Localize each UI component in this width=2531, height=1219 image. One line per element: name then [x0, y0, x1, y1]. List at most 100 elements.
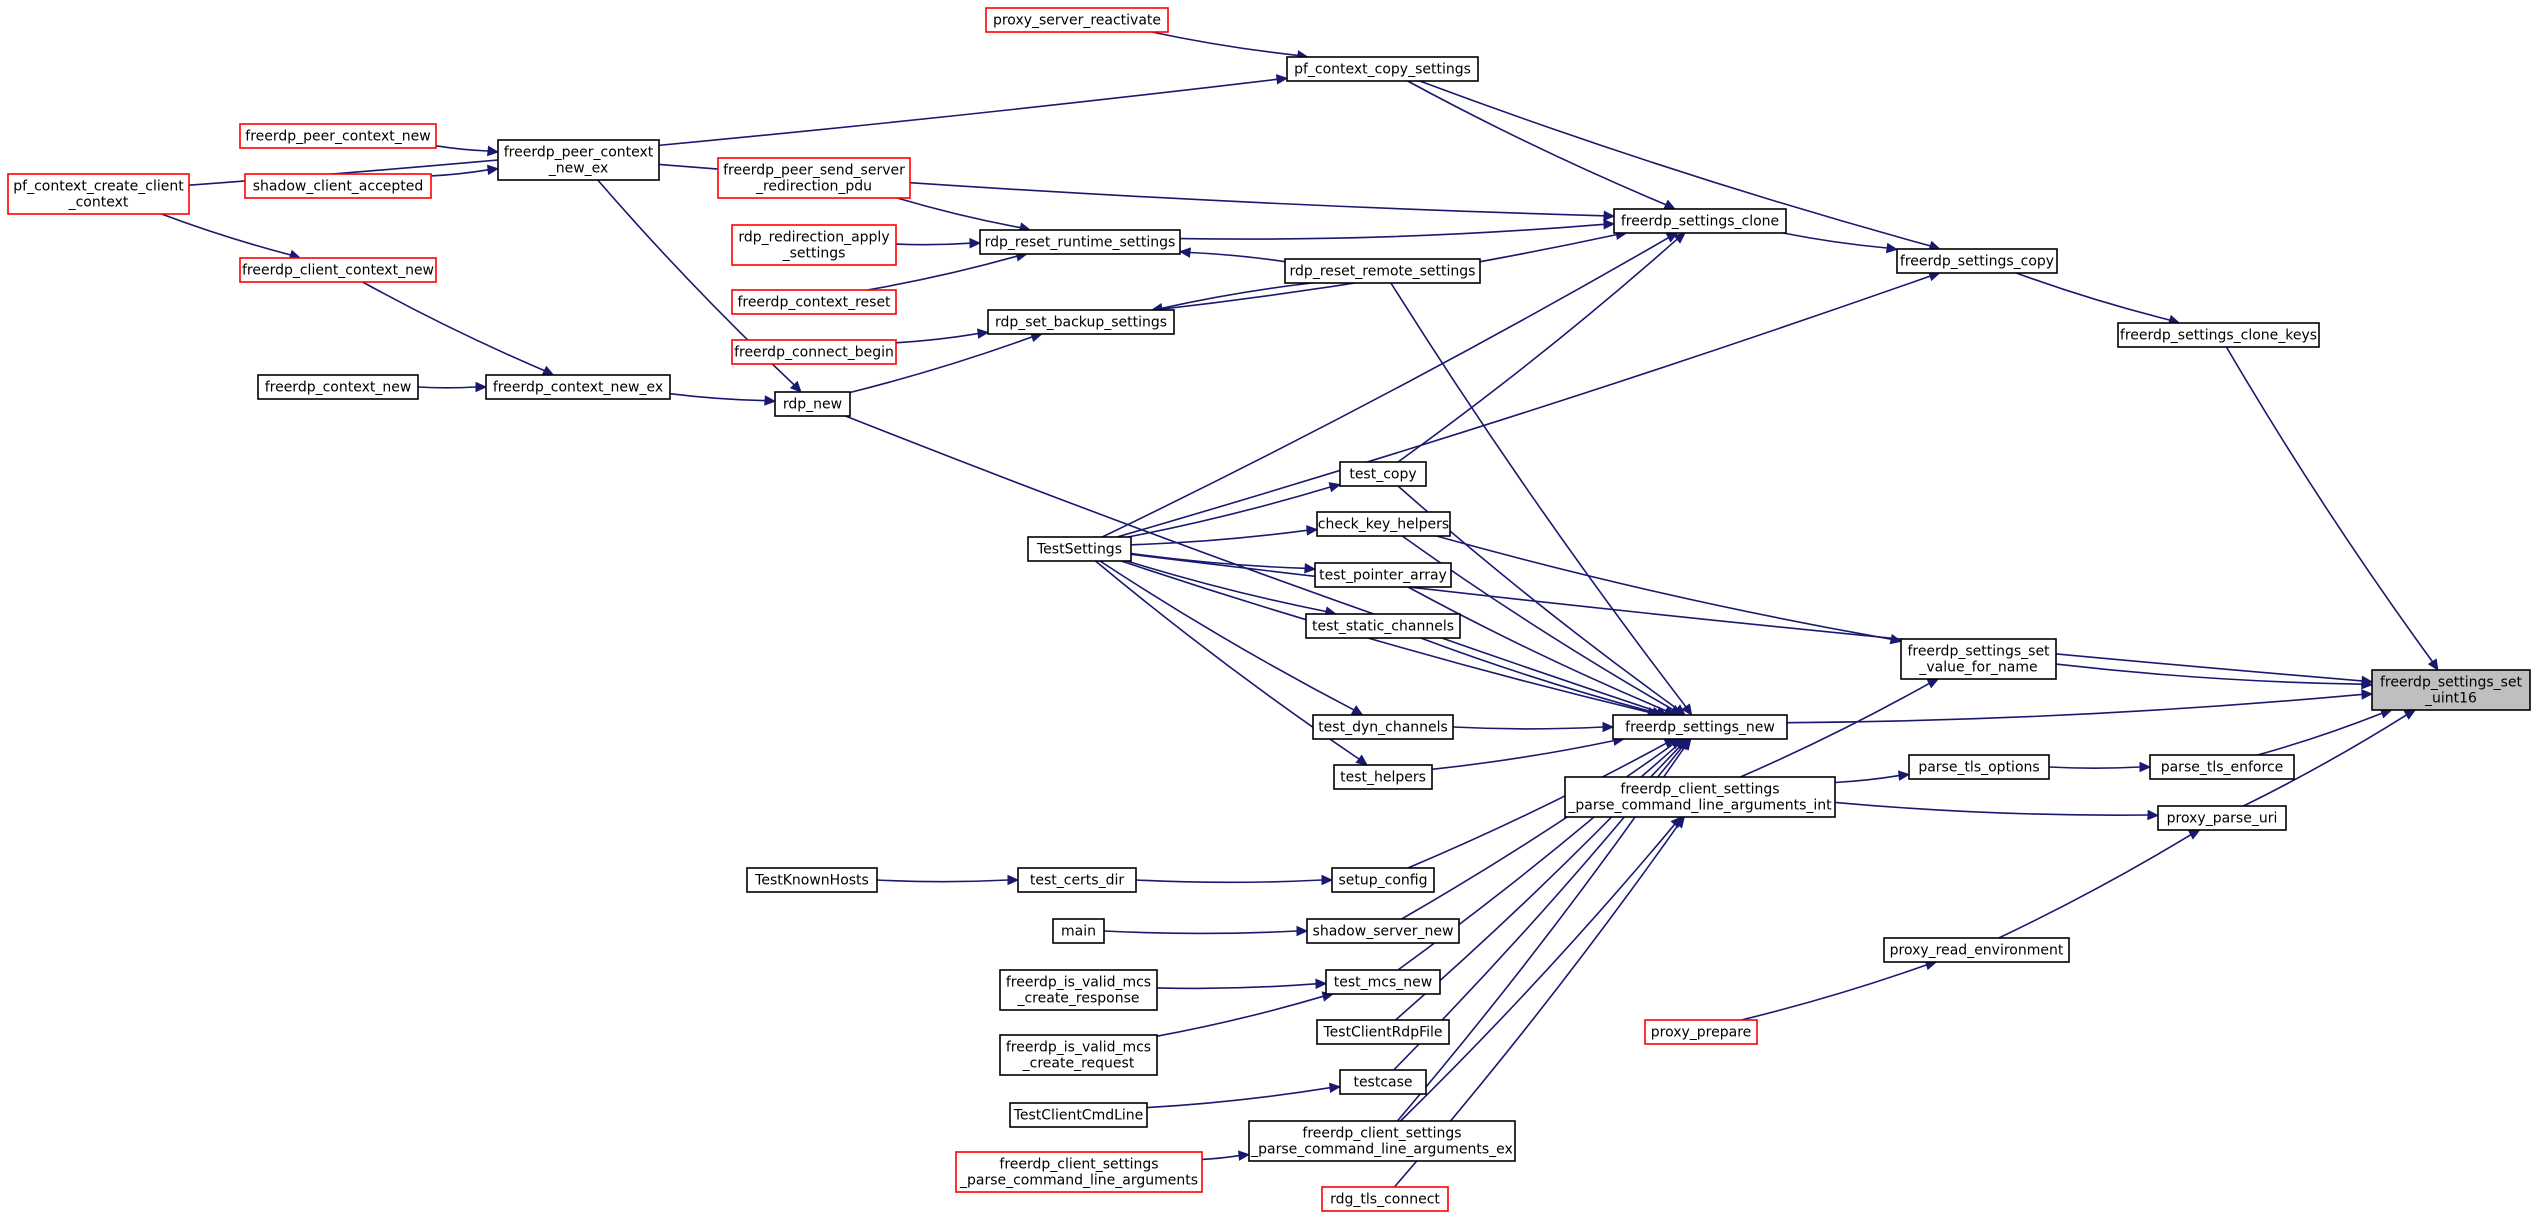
edge-peer_ctx_new-to-peer_ctx_new_ex [435, 145, 500, 157]
node-rdg-tls-connect[interactable]: rdg_tls_connect [1321, 1186, 1449, 1212]
node-box [731, 224, 897, 266]
node-shadow-client-accepted[interactable]: shadow_client_accepted [244, 173, 432, 199]
node-test-helpers[interactable]: test_helpers [1333, 764, 1433, 790]
edge-line [1420, 637, 1654, 713]
node-test-copy[interactable]: test_copy [1339, 461, 1427, 487]
node-label: freerdp_connect_begin [734, 345, 894, 361]
arrowhead-icon [1603, 210, 1616, 222]
node-box [2149, 754, 2295, 780]
node-box [1314, 562, 1452, 588]
node-freerdp-settings-clone-keys[interactable]: freerdp_settings_clone_keys [2117, 322, 2320, 348]
node-parse-tls-options[interactable]: parse_tls_options [1908, 754, 2050, 780]
edge-line [1401, 743, 1674, 920]
node-testclientrdpfile[interactable]: TestClientRdpFile [1316, 1019, 1450, 1045]
node-rdp-redirection-apply-settings[interactable]: rdp_redirection_apply_settings [731, 224, 897, 266]
edge-line [1189, 251, 1286, 263]
node-freerdp-context-new[interactable]: freerdp_context_new [257, 374, 419, 400]
node-label: pf_context_create_client [13, 179, 184, 195]
node-label: proxy_server_reactivate [993, 13, 1161, 29]
node-box [1900, 638, 2057, 680]
node-freerdp-context-new-ex[interactable]: freerdp_context_new_ex [485, 374, 671, 400]
node-box [1564, 776, 1836, 818]
node-proxy-prepare[interactable]: proxy_prepare [1644, 1019, 1758, 1045]
edge-line [1998, 834, 2192, 939]
node-testsettings[interactable]: TestSettings [1027, 536, 1132, 562]
node-proxy-parse-uri[interactable]: proxy_parse_uri [2157, 805, 2287, 831]
node-rdp-reset-remote-settings[interactable]: rdp_reset_remote_settings [1284, 258, 1481, 284]
node-freerdp-settings-new[interactable]: freerdp_settings_new [1612, 714, 1788, 740]
edge-line [2055, 663, 2363, 685]
node-freerdp-connect-begin[interactable]: freerdp_connect_begin [731, 339, 897, 365]
arrowhead-icon [487, 164, 500, 176]
node-proxy-read-environment[interactable]: proxy_read_environment [1883, 937, 2070, 963]
arrowhead-icon [2139, 761, 2152, 773]
node-label: freerdp_settings_clone_keys [2120, 328, 2317, 344]
edge-line [2243, 714, 2407, 807]
node-box [1321, 1186, 1449, 1212]
node-testclientcmdline[interactable]: TestClientCmdLine [1009, 1102, 1148, 1128]
node-freerdp-settings-clone[interactable]: freerdp_settings_clone [1613, 208, 1787, 234]
edge-clone-to-copy [1782, 232, 1899, 254]
node-freerdp-is-valid-mcs-create-response[interactable]: freerdp_is_valid_mcs_create_response [999, 969, 1158, 1011]
node-check-key-helpers[interactable]: check_key_helpers [1316, 511, 1451, 537]
node-test-static-channels[interactable]: test_static_channels [1305, 613, 1461, 639]
node-rdp-new[interactable]: rdp_new [774, 391, 851, 417]
edge-rdp_reset_remote-to-rdp_reset_runtime [1178, 247, 1286, 263]
node-testcase[interactable]: testcase [1339, 1069, 1427, 1095]
node-freerdp-peer-context-new-ex[interactable]: freerdp_peer_context_new_ex [497, 139, 660, 181]
arrowhead-icon [2361, 689, 2374, 700]
edge-line [1135, 879, 1323, 884]
node-freerdp-settings-set-uint16[interactable]: freerdp_settings_set_uint16 [2371, 669, 2531, 711]
node-freerdp-context-reset[interactable]: freerdp_context_reset [731, 289, 897, 315]
node-box [244, 173, 432, 199]
node-rdp-reset-runtime-settings[interactable]: rdp_reset_runtime_settings [979, 229, 1181, 255]
arrowhead-icon [1304, 562, 1317, 574]
node-label: rdp_redirection_apply [738, 230, 889, 246]
edge-line [2048, 766, 2141, 769]
edge-test_known_hosts-to-test_certs_dir [876, 874, 1020, 886]
node-box [1325, 969, 1441, 995]
node-rdp-set-backup-settings[interactable]: rdp_set_backup_settings [987, 309, 1175, 335]
node-pf-context-copy-settings[interactable]: pf_context_copy_settings [1286, 56, 1479, 82]
node-label: test_dyn_channels [1318, 720, 1448, 736]
node-box [999, 1034, 1158, 1076]
node-label: parse_tls_options [1918, 760, 2039, 776]
node-test-mcs-new[interactable]: test_mcs_new [1325, 969, 1441, 995]
node-test-dyn-channels[interactable]: test_dyn_channels [1312, 714, 1454, 740]
edge-shadow_server_new-to-settings_new [1401, 738, 1683, 920]
node-freerdp-is-valid-mcs-create-request[interactable]: freerdp_is_valid_mcs_create_request [999, 1034, 1158, 1076]
edge-line [1452, 726, 1604, 730]
node-test-pointer-array[interactable]: test_pointer_array [1314, 562, 1452, 588]
node-freerdp-client-settings-parse-command-line-arguments[interactable]: freerdp_client_settings_parse_command_li… [955, 1151, 1203, 1193]
node-proxy-server-reactivate[interactable]: proxy_server_reactivate [985, 7, 1169, 33]
node-test-certs-dir[interactable]: test_certs_dir [1017, 867, 1137, 893]
edge-client_ctx_new-to-ctx_new_ex [362, 281, 555, 376]
node-freerdp-settings-set-value-for-name[interactable]: freerdp_settings_set_value_for_name [1900, 638, 2057, 680]
node-freerdp-peer-send-server-redirection-pdu[interactable]: freerdp_peer_send_server_redirection_pdu [717, 157, 911, 199]
node-setup-config[interactable]: setup_config [1331, 867, 1435, 893]
node-label: proxy_read_environment [1890, 943, 2064, 959]
node-label: rdg_tls_connect [1330, 1192, 1440, 1208]
node-label: freerdp_peer_context_new [245, 129, 430, 145]
edge-main-to-shadow_server_new [1103, 925, 1309, 937]
node-freerdp-settings-copy[interactable]: freerdp_settings_copy [1896, 248, 2058, 274]
node-testknownhosts[interactable]: TestKnownHosts [746, 867, 878, 893]
node-freerdp-peer-context-new[interactable]: freerdp_peer_context_new [239, 123, 437, 149]
node-freerdp-client-settings-parse-command-line-arguments-int[interactable]: freerdp_client_settings_parse_command_li… [1564, 776, 1836, 818]
node-main[interactable]: main [1052, 918, 1105, 944]
edge-line [1101, 237, 1669, 538]
node-label: test_static_channels [1312, 619, 1454, 635]
node-freerdp-client-context-new[interactable]: freerdp_client_context_new [239, 257, 437, 283]
edge-line [1156, 983, 1317, 990]
node-label: _context [68, 195, 129, 211]
node-box [717, 157, 911, 199]
node-shadow-server-new[interactable]: shadow_server_new [1306, 918, 1460, 944]
arrowhead-icon [1329, 1082, 1342, 1094]
node-box [979, 229, 1181, 255]
edge-line [1431, 739, 1615, 771]
node-freerdp-client-settings-parse-command-line-arguments-ex[interactable]: freerdp_client_settings_parse_command_li… [1248, 1120, 1516, 1162]
edge-line [1436, 535, 1892, 640]
node-parse-tls-enforce[interactable]: parse_tls_enforce [2149, 754, 2295, 780]
edge-rdp_reset_remote-to-settings_new [1390, 282, 1693, 716]
node-pf-context-create-client-context[interactable]: pf_context_create_client_context [7, 173, 190, 215]
